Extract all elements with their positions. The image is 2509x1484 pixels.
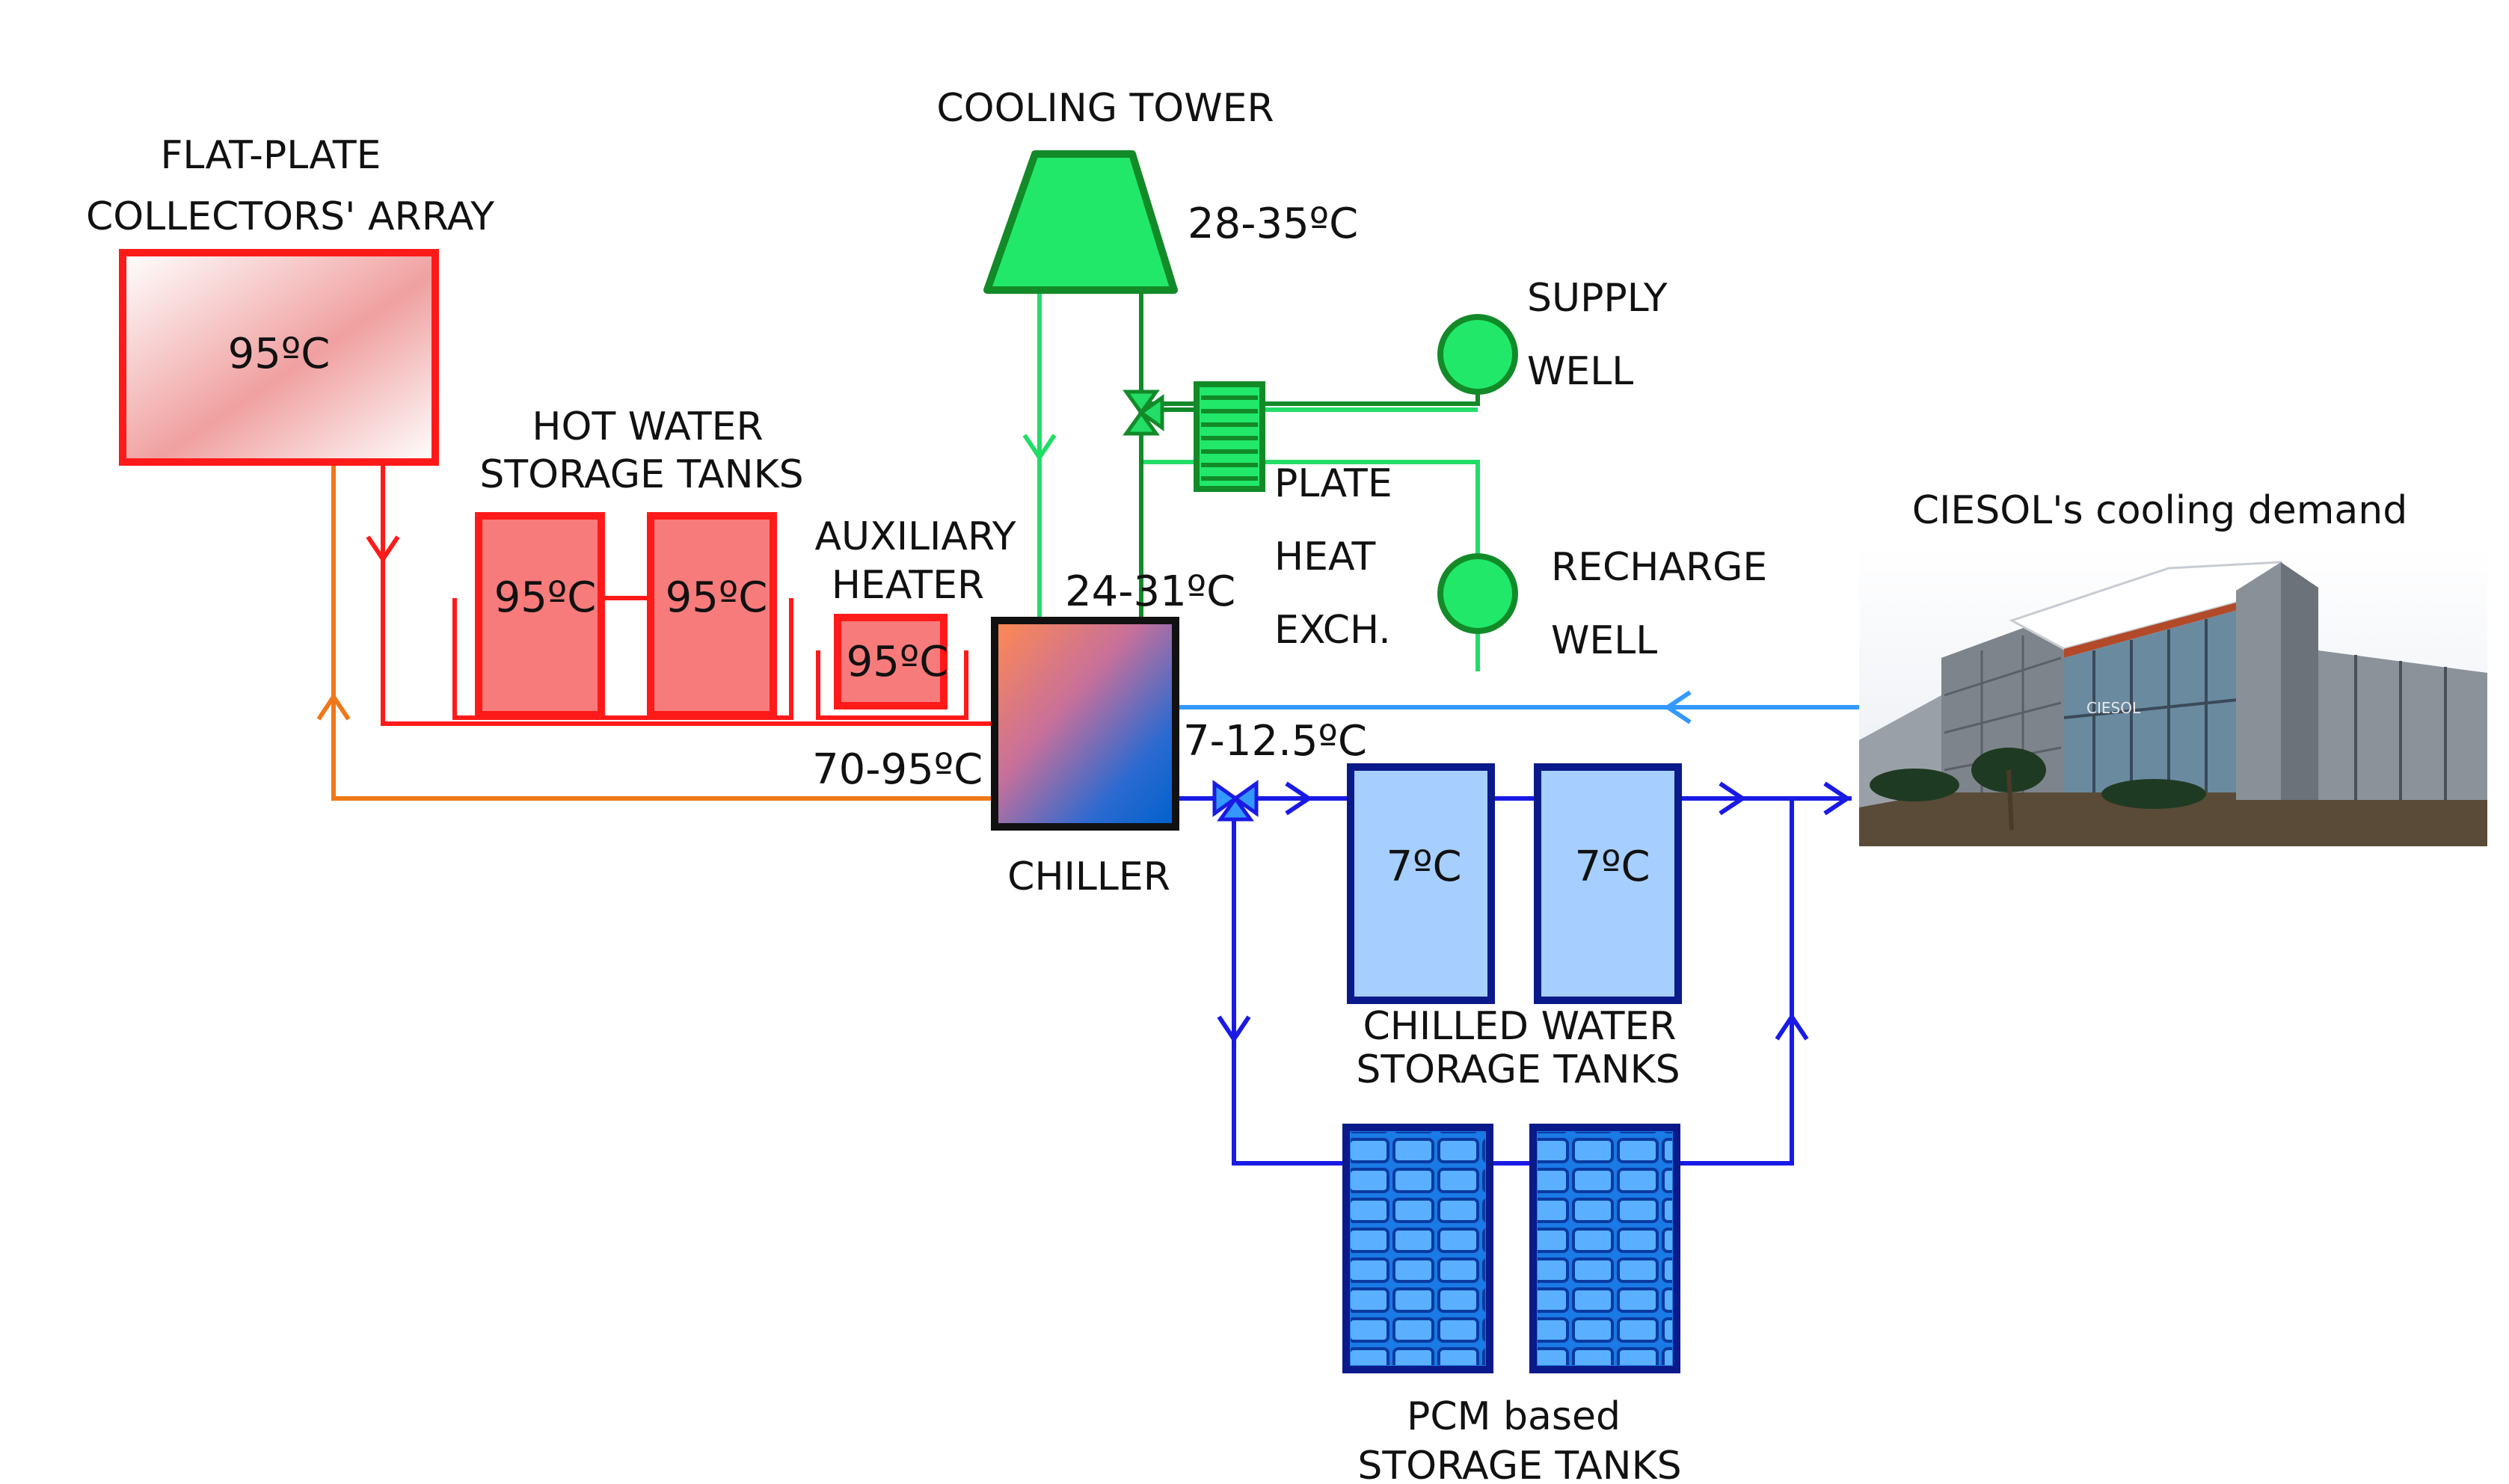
chiller-label: CHILLER	[1007, 855, 1170, 899]
green-flow-arrow	[1022, 434, 1057, 462]
hot-water-tank-2: 95ºC	[647, 512, 777, 718]
cooling-tower	[983, 150, 1178, 294]
cooling-tower-label: COOLING TOWER	[936, 86, 1274, 131]
auxiliary-heater: 95ºC	[834, 614, 949, 709]
ciesol-building-photo: CIESOL	[1859, 546, 2487, 846]
generator-temperature: 70-95ºC	[812, 745, 983, 794]
orange-flow-arrow	[316, 692, 351, 721]
supply-well	[1437, 314, 1518, 395]
evaporator-temperature: 7-12.5ºC	[1183, 717, 1367, 766]
blue-flow-arrow-4	[1217, 1015, 1251, 1044]
hot-tanks-label-line1: HOT WATER	[532, 404, 763, 449]
pcm-tank-2	[1529, 1124, 1680, 1373]
cooling-demand-loop	[1177, 690, 1941, 724]
chilled-water-tank-1: 7ºC	[1347, 763, 1495, 1004]
flat-plate-collectors: 95ºC	[119, 249, 439, 466]
cooling-demand-label: CIESOL's cooling demand	[1912, 488, 2407, 533]
blue-flow-arrow-3	[1823, 781, 1852, 816]
recharge-well-label-line1: RECHARGE	[1551, 545, 1767, 590]
phe-label-line2: HEAT	[1274, 535, 1375, 579]
chilled-three-way-valve	[1212, 780, 1259, 822]
chilled-tanks-label-line1: CHILLED WATER	[1363, 1004, 1677, 1049]
hot-tanks-label-line2: STORAGE TANKS	[479, 452, 803, 497]
condenser-temperature: 24-31ºC	[1065, 567, 1235, 616]
supply-well-label-line2: WELL	[1527, 349, 1633, 394]
supply-well-label-line1: SUPPLY	[1527, 276, 1668, 321]
tower-temperature: 28-35ºC	[1188, 200, 1358, 248]
chilled-tanks-label-line2: STORAGE TANKS	[1356, 1047, 1680, 1092]
recharge-well-label-line2: WELL	[1551, 618, 1657, 663]
aux-heater-temperature: 95ºC	[847, 638, 949, 686]
tower-three-way-valve	[1123, 390, 1164, 436]
chilled-tank-2-temperature: 7ºC	[1574, 843, 1650, 891]
red-flow-arrow	[366, 535, 400, 564]
blue-flow-arrow-5	[1775, 1012, 1809, 1041]
chilled-water-tank-2: 7ºC	[1534, 763, 1682, 1004]
hot-water-loop	[366, 464, 992, 726]
collectors-temperature: 95ºC	[228, 330, 331, 378]
pcm-tanks-label-line1: PCM based	[1407, 1394, 1621, 1439]
demand-flow-arrow	[1663, 690, 1692, 724]
absorption-chiller	[991, 617, 1179, 831]
building-sign: CIESOL	[2086, 699, 2141, 717]
chilled-tank-1-temperature: 7ºC	[1386, 843, 1461, 891]
phe-label-line1: PLATE	[1274, 461, 1392, 506]
hot-water-tank-1: 95ºC	[475, 512, 605, 718]
aux-heater-label-line1: AUXILIARY	[814, 514, 1016, 559]
hot-tank-2-temperature: 95ºC	[666, 573, 768, 622]
phe-label-line3: EXCH.	[1274, 608, 1391, 653]
collector-return-loop	[316, 464, 992, 801]
blue-flow-arrow-2	[1719, 781, 1747, 816]
plate-heat-exchanger	[1194, 381, 1265, 492]
pcm-tanks-label-line2: STORAGE TANKS	[1357, 1444, 1681, 1484]
collectors-label-line1: FLAT-PLATE	[160, 133, 381, 178]
chilled-water-loop	[1177, 781, 1852, 1166]
recharge-well	[1437, 553, 1518, 634]
pcm-tank-1	[1342, 1124, 1493, 1373]
aux-heater-label-line2: HEATER	[832, 563, 984, 608]
hot-tank-1-temperature: 95ºC	[494, 573, 597, 622]
blue-flow-arrow-1	[1285, 781, 1313, 816]
collectors-label-line2: COLLECTORS' ARRAY	[86, 194, 494, 239]
